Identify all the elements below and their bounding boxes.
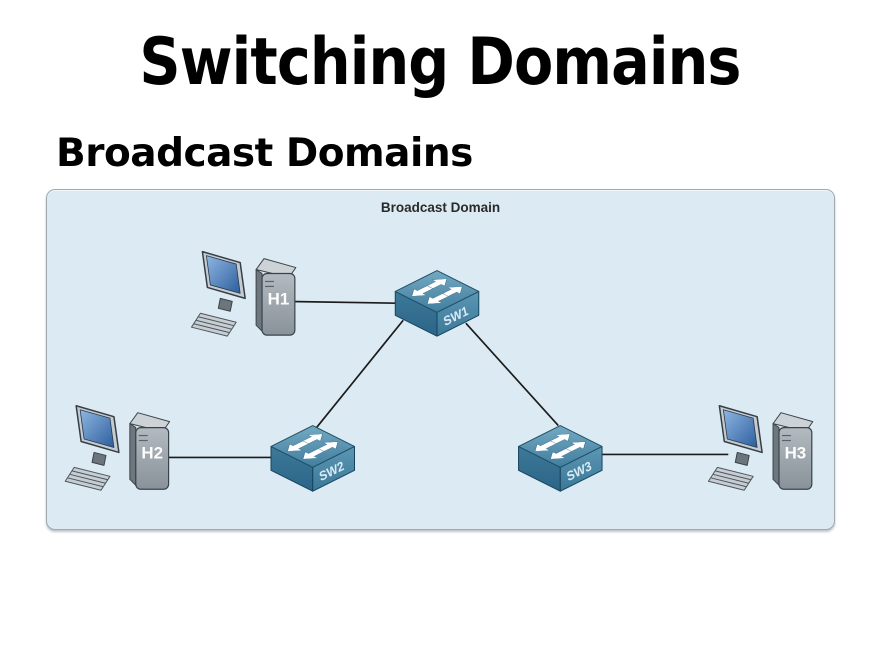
section-heading: Broadcast Domains bbox=[56, 131, 473, 176]
page-title: Switching Domains bbox=[139, 25, 741, 100]
node-SW3: SW3 bbox=[518, 425, 603, 492]
node-H1: H1 bbox=[190, 250, 297, 337]
link-H1-SW1 bbox=[282, 300, 405, 305]
node-H3: H3 bbox=[707, 404, 814, 491]
switch-icon bbox=[518, 425, 603, 492]
node-label-H1: H1 bbox=[268, 289, 290, 308]
node-SW2: SW2 bbox=[270, 425, 356, 492]
node-label-H3: H3 bbox=[785, 443, 807, 462]
node-SW1: SW1 bbox=[394, 270, 480, 337]
switch-icon bbox=[394, 270, 480, 337]
link-SW1-SW2 bbox=[315, 319, 404, 430]
switch-icon bbox=[270, 425, 356, 492]
links-layer bbox=[157, 300, 729, 459]
node-label-H2: H2 bbox=[141, 443, 163, 462]
node-H2: H2 bbox=[64, 404, 171, 491]
panel-label: Broadcast Domain bbox=[380, 200, 501, 215]
link-SW1-SW3 bbox=[465, 322, 559, 427]
